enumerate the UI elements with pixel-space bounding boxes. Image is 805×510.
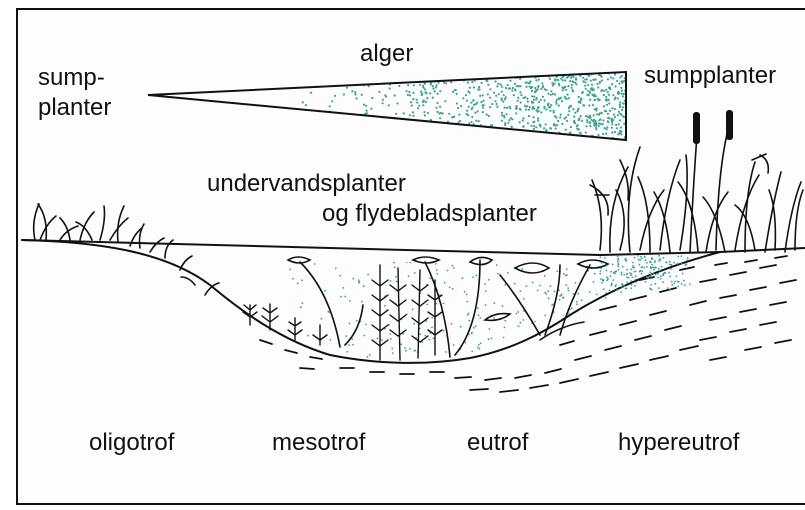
trophic-label-eutrof: eutrof (467, 429, 528, 456)
water-stipple (261, 261, 701, 363)
label-flydebladsplanter: og flydebladsplanter (322, 200, 537, 227)
cattail-heads (693, 110, 733, 144)
trophic-label-hypereutrof: hypereutrof (618, 429, 739, 456)
algae-gradient-wedge (148, 69, 627, 143)
label-planter: planter (38, 94, 111, 121)
label-sumpplanter: sumpplanter (644, 62, 776, 89)
shore-stipple (599, 254, 691, 291)
trophic-label-mesotrof: mesotrof (272, 429, 365, 456)
trophic-label-oligotrof: oligotrof (89, 429, 174, 456)
label-alger: alger (360, 40, 413, 67)
submerged-plants (243, 265, 442, 360)
label-undervandsplanter: undervandsplanter (207, 170, 406, 197)
label-sump: sump- (38, 64, 105, 91)
floating-leaf-plants (288, 257, 608, 357)
